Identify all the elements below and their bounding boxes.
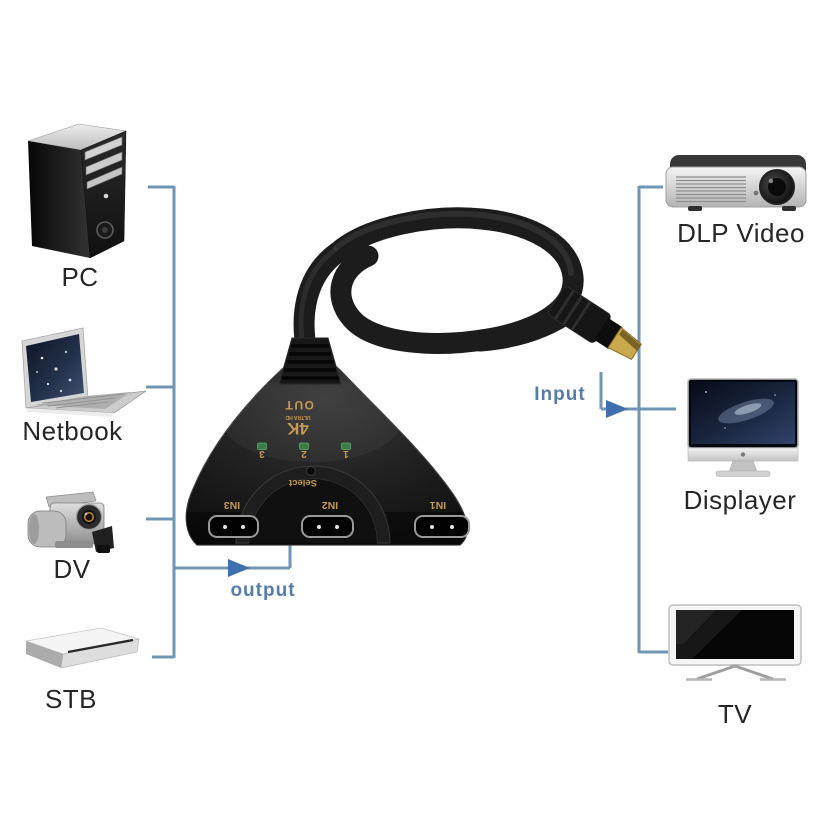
switch-out-label: OUT <box>284 398 314 412</box>
hdmi-cable <box>293 207 584 363</box>
hdmi-port-in3 <box>208 515 259 538</box>
port-label-in2: IN2 <box>322 499 339 511</box>
channel-indicator-1: 1 <box>341 442 351 459</box>
select-label: Select <box>288 477 317 488</box>
channel-indicator-2: 2 <box>299 442 309 459</box>
output-arrow-icon <box>228 559 250 577</box>
switch-4k-logo: 4K ULTRA HD <box>285 414 310 438</box>
label-dv: DV <box>53 554 91 584</box>
logo-4k-text: 4K <box>286 419 308 438</box>
dv-camcorder-icon <box>27 491 114 553</box>
left-connector-lines <box>146 185 292 659</box>
cable-boot <box>278 337 342 385</box>
right-connector-lines <box>599 185 676 654</box>
netbook-icon <box>21 327 147 417</box>
port-label-in3: IN3 <box>224 499 241 511</box>
select-button <box>306 466 316 476</box>
label-stb: STB <box>44 684 98 714</box>
displayer-icon <box>687 378 799 477</box>
tv-icon <box>668 604 802 681</box>
hdmi-port-in2 <box>301 515 354 538</box>
pc-tower-icon <box>27 123 128 259</box>
input-arrow-icon <box>606 400 628 418</box>
port-label-in1: IN1 <box>430 499 447 511</box>
label-tv: TV <box>717 699 753 729</box>
label-netbook: Netbook <box>22 416 123 446</box>
hdmi-port-in1 <box>414 515 470 538</box>
svg-text:3: 3 <box>259 448 265 459</box>
input-label: Input <box>534 384 586 405</box>
svg-text:2: 2 <box>301 448 307 459</box>
label-displayer: Displayer <box>683 485 797 515</box>
logo-ultrahd-text: ULTRA HD <box>285 414 310 420</box>
dlp-projector-icon <box>665 155 807 211</box>
stb-icon <box>24 627 140 669</box>
svg-text:1: 1 <box>343 448 349 459</box>
hdmi-plug-icon <box>548 286 643 360</box>
output-label: output <box>230 580 296 601</box>
channel-indicator-3: 3 <box>257 442 267 459</box>
label-pc: PC <box>61 262 99 292</box>
hdmi-switch-device: OUT 4K ULTRA HD 3 2 1 Select IN3 IN2 IN1 <box>185 337 470 546</box>
label-dlp-video: DLP Video <box>677 218 805 248</box>
